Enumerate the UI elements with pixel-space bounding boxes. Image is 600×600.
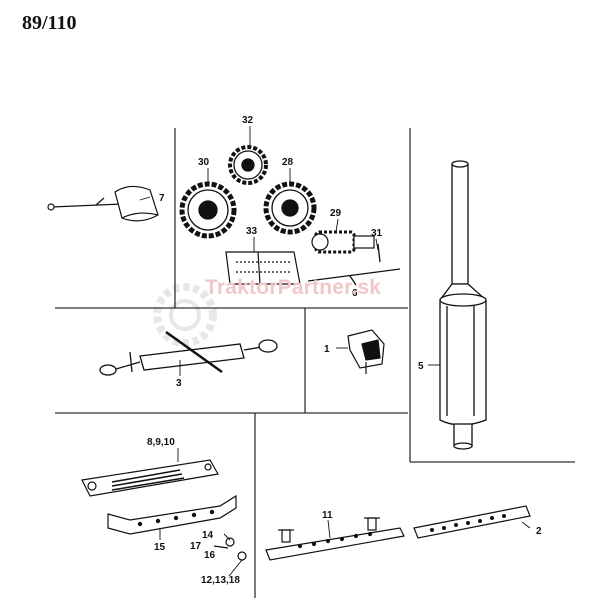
plate-33 xyxy=(225,251,301,285)
label-8-9-10: 8,9,10 xyxy=(147,437,175,448)
label-15: 15 xyxy=(154,542,166,553)
watermark-text: TraktorPartner.sk xyxy=(205,276,382,299)
part-1-bracket xyxy=(347,329,385,374)
label-31: 31 xyxy=(371,228,383,239)
label-12-13-18: 12,13,18 xyxy=(201,575,240,586)
rod-31 xyxy=(307,243,401,286)
part-8-9-10-lower-link xyxy=(81,459,219,497)
label-1: 1 xyxy=(324,344,330,355)
label-7: 7 xyxy=(159,193,165,204)
leader-lines xyxy=(139,126,531,577)
label-5: 5 xyxy=(418,361,424,372)
label-30: 30 xyxy=(198,157,210,168)
gear-28 xyxy=(263,181,317,235)
watermark-gear-icon xyxy=(153,283,217,347)
label-32: 32 xyxy=(242,115,254,126)
part-15-link-bar xyxy=(107,494,237,535)
part-11-drawbar xyxy=(265,517,405,561)
label-17: 17 xyxy=(190,541,202,552)
part-5-muffler xyxy=(439,160,487,450)
label-16: 16 xyxy=(204,550,216,561)
part-labels: 32 30 28 7 29 33 31 6 3 1 5 8,9,10 15 14… xyxy=(147,115,542,586)
label-3: 3 xyxy=(176,378,182,389)
part-2-bar xyxy=(413,505,531,539)
page-title: 89/110 xyxy=(22,12,77,34)
label-6: 6 xyxy=(352,288,358,299)
label-29: 29 xyxy=(330,208,342,219)
part-7-lever-clamp xyxy=(47,185,159,222)
label-33: 33 xyxy=(246,226,258,237)
label-14: 14 xyxy=(202,530,214,541)
section-dividers xyxy=(55,128,575,598)
label-2: 2 xyxy=(536,526,542,537)
gear-shaft-29 xyxy=(311,230,375,254)
small-hardware-14-16-17 xyxy=(213,537,247,561)
gear-30 xyxy=(179,181,237,239)
label-28: 28 xyxy=(282,157,294,168)
label-11: 11 xyxy=(322,510,333,521)
part-3-top-link xyxy=(99,330,278,376)
gear-32 xyxy=(228,145,268,185)
